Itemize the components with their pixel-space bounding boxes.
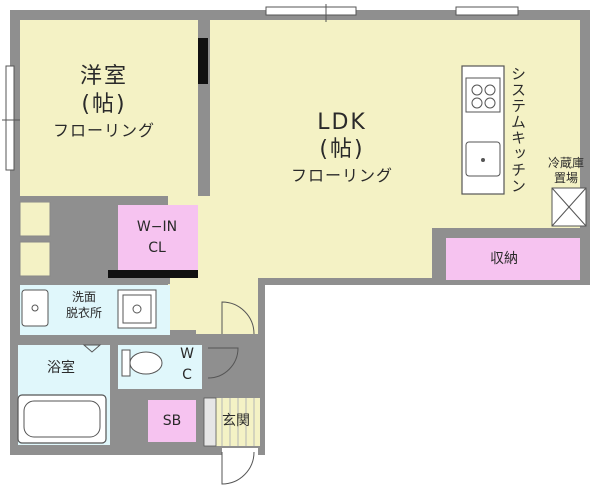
- front-door-swing: [221, 451, 255, 485]
- washer-inner: [122, 294, 152, 324]
- wall-bath-right: [110, 345, 118, 445]
- fridge-cross: [551, 187, 587, 227]
- shoebox-area: [148, 400, 196, 442]
- ldk-size: (帖): [319, 137, 365, 162]
- wall-western-bottom: [20, 196, 168, 202]
- sliding-door-accent: [198, 38, 208, 84]
- washer-space: [117, 289, 157, 329]
- basin-drain: [31, 304, 39, 312]
- ldk-name: LDK: [317, 110, 367, 135]
- corridor-door-swing: [221, 301, 255, 335]
- burner: [471, 97, 483, 109]
- burner: [484, 84, 496, 96]
- closet-label-line1: W−IN: [136, 219, 178, 235]
- bath-door-swing: [82, 344, 102, 353]
- floor-western-room: [20, 20, 198, 196]
- storage-label: 収納: [490, 251, 518, 267]
- fridge-label-line1: 冷蔵庫: [547, 156, 585, 170]
- burner: [484, 97, 496, 109]
- window-top-right: [455, 6, 519, 16]
- closet-label-line2: CL: [148, 240, 166, 256]
- wall-closet-left: [108, 202, 116, 278]
- toilet-tank: [121, 349, 131, 377]
- stove: [465, 77, 501, 113]
- entrance-step: [203, 397, 217, 447]
- western-room-name: 洋室: [79, 64, 129, 89]
- toilet-label-line1: W: [180, 346, 194, 362]
- fridge-label-line2: 置場: [553, 171, 579, 185]
- washer-drum: [132, 304, 142, 314]
- closet-area: [118, 205, 198, 271]
- floor-corridor: [196, 278, 258, 334]
- toilet-bowl: [129, 351, 163, 375]
- wall-storage-top: [432, 228, 580, 238]
- wall-toilet-bottom: [118, 389, 204, 398]
- storage-area: [446, 238, 580, 280]
- toilet-label-line2: C: [182, 367, 192, 383]
- western-room-size: (帖): [81, 92, 127, 117]
- kitchen-label: システムキッチン: [509, 66, 527, 194]
- wall-bath-top: [10, 335, 200, 345]
- storage-box-lower: [19, 241, 51, 277]
- washroom-label-line2: 脱衣所: [65, 306, 103, 320]
- closet-door-accent: [108, 270, 198, 278]
- wall-washroom-top: [20, 278, 170, 284]
- bathtub-inner: [23, 400, 101, 438]
- wall-storage-left: [432, 238, 446, 285]
- bath-label: 浴室: [47, 360, 75, 376]
- entrance-label: 玄関: [222, 413, 250, 429]
- window-left: [5, 65, 15, 171]
- sink-drain: [481, 158, 485, 162]
- toilet-door-swing: [207, 347, 239, 379]
- storage-box-upper: [19, 201, 51, 237]
- western-room-floor: フローリング: [52, 121, 156, 140]
- window-top-left: [265, 6, 357, 16]
- shoebox-label: SB: [162, 413, 182, 429]
- front-door-opening: [222, 448, 258, 456]
- bathtub: [17, 394, 107, 444]
- ldk-floor: フローリング: [290, 166, 394, 185]
- wall-western-ldk: [198, 20, 208, 196]
- washbasin: [21, 289, 49, 327]
- washroom-label-line1: 洗面: [71, 290, 97, 304]
- burner: [471, 84, 483, 96]
